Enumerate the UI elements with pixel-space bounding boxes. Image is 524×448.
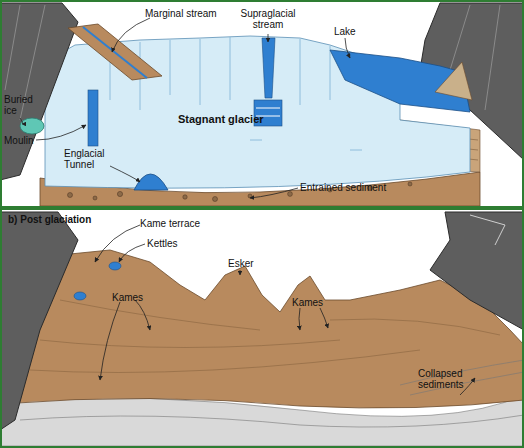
layer-line	[20, 416, 300, 425]
leader-line	[268, 34, 269, 42]
panel-frame	[1, 209, 523, 447]
buried-ice	[20, 118, 44, 134]
striation	[5, 5, 20, 90]
texture-line	[40, 340, 340, 348]
collapsed-layers	[20, 360, 524, 427]
leader-line	[20, 118, 23, 124]
striation	[485, 5, 500, 110]
leader-line	[119, 244, 145, 262]
gravel-clast	[183, 195, 187, 199]
gravel-clast	[248, 194, 252, 198]
leader-line	[95, 225, 140, 262]
crevasse	[350, 150, 362, 151]
leader-line	[112, 18, 150, 52]
striation	[450, 5, 470, 70]
callout-label: Kames	[292, 297, 332, 308]
layer-line	[300, 415, 524, 427]
callout-label: Collapsed sediments	[418, 368, 482, 390]
rock-striation	[470, 215, 505, 245]
callout-label: Lake	[334, 26, 364, 37]
leader-line	[100, 302, 120, 380]
valley-rock	[0, 212, 78, 430]
leader-line	[135, 300, 150, 330]
callout-label: Kame terrace	[140, 218, 220, 229]
rock-striations	[5, 5, 500, 120]
kettle-lake	[109, 262, 121, 270]
leader-line	[110, 166, 140, 182]
stripe	[256, 108, 280, 109]
gravel-clast	[408, 182, 412, 186]
leader-line	[240, 270, 241, 275]
crevasse	[330, 46, 331, 100]
leader-line	[320, 308, 328, 328]
texture-line	[60, 300, 260, 330]
englacial-tunnel	[134, 174, 168, 190]
callout-label: Moulin	[4, 135, 44, 146]
callout-label: Stagnant glacier	[178, 114, 298, 125]
gravel-clast	[213, 197, 218, 202]
callout-label: Englacial Tunnel	[64, 148, 116, 170]
gravel-clast	[117, 191, 122, 196]
moulin	[88, 90, 98, 146]
crevasse	[170, 40, 171, 95]
callout-label: Buried ice	[4, 94, 40, 116]
texture-line	[30, 350, 420, 373]
texture-line	[330, 319, 500, 335]
callout-label: Marginal stream	[145, 8, 235, 19]
gravel-clast	[288, 192, 293, 197]
crevasse	[250, 140, 262, 141]
gravel-clast	[93, 196, 97, 200]
gravel-clast	[68, 193, 73, 198]
callout-label: Kames	[112, 292, 152, 303]
delta-fan	[435, 62, 472, 100]
crevasse	[300, 39, 301, 105]
deposit-texture	[30, 300, 500, 373]
marginal-stream	[83, 27, 147, 78]
leader-line	[299, 308, 300, 330]
callout-label: Kettles	[147, 238, 197, 249]
callout-label: Entrained sediment	[300, 182, 410, 193]
crevasses	[110, 37, 362, 150]
callout-label: Esker	[228, 258, 268, 269]
leader-line	[250, 188, 298, 198]
panel-heading: b) Post glaciation	[8, 214, 138, 225]
callout-label: Supraglacial stream	[232, 8, 304, 30]
supraglacial-stream	[262, 38, 275, 98]
panel-frame	[1, 1, 523, 207]
crevasse	[200, 39, 201, 105]
valley-rock	[430, 212, 524, 330]
leader-line	[345, 38, 350, 58]
marginal-stream-channel	[68, 24, 162, 80]
crevasse	[230, 37, 231, 100]
leader-line	[36, 125, 86, 140]
kettle-lake	[74, 292, 86, 300]
